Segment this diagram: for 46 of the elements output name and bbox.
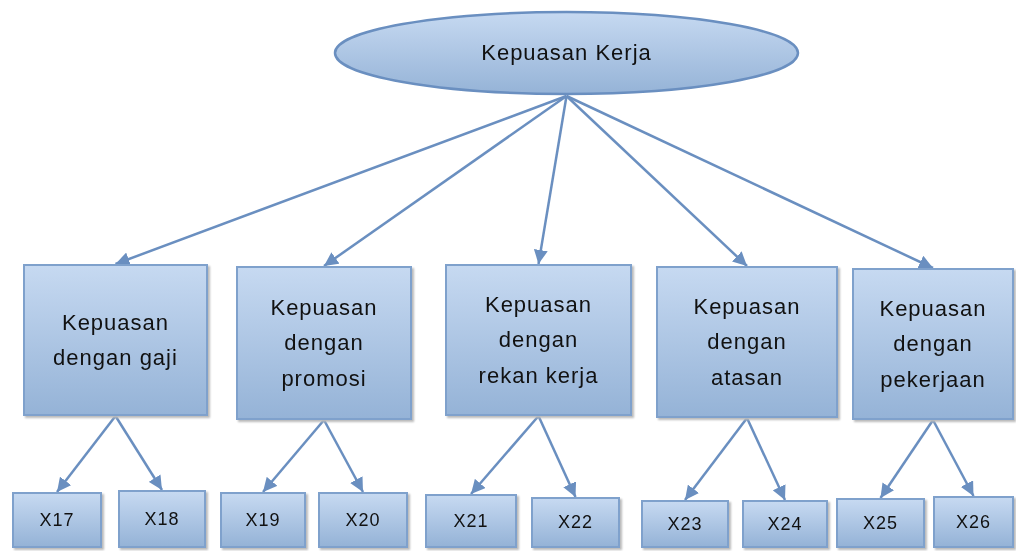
node-label: X24 [767, 512, 803, 536]
process-box [236, 266, 412, 420]
arrow [537, 415, 577, 498]
node-label: X26 [956, 510, 991, 534]
node-label: Kepuasan Kerja [481, 39, 652, 68]
arrow [114, 415, 164, 491]
arrow [322, 419, 365, 493]
indicator-box [933, 496, 1014, 548]
indicator-box [220, 492, 306, 548]
ellipse-node [333, 10, 800, 96]
arrow [56, 415, 117, 493]
arrow [470, 415, 540, 495]
node-label: X25 [863, 511, 898, 535]
indicator-box [425, 494, 517, 548]
arrow [565, 95, 748, 267]
node-label: Kepuasan dengan gaji [52, 308, 179, 372]
arrow [533, 95, 568, 265]
arrow [684, 417, 748, 501]
indicator-box [12, 492, 102, 548]
arrow [262, 419, 325, 493]
indicator-box [118, 490, 206, 548]
process-box [445, 264, 632, 416]
indicator-box [836, 498, 925, 548]
arrow [745, 417, 787, 501]
node-label: X21 [453, 509, 489, 533]
indicator-box [318, 492, 408, 548]
node-label: X22 [558, 511, 593, 535]
node-label: X18 [144, 507, 180, 531]
node-label: X19 [245, 508, 281, 532]
node-label: Kepuasan dengan promosi [269, 294, 379, 393]
node-label: Kepuasan dengan atasan [692, 293, 802, 392]
process-box [852, 268, 1014, 420]
arrow [565, 94, 934, 270]
node-label: Kepuasan dengan rekan kerja [477, 291, 600, 390]
process-box [23, 264, 208, 416]
arrow [931, 419, 975, 497]
arrow [879, 419, 935, 499]
node-label: X20 [345, 508, 381, 532]
process-box [656, 266, 838, 418]
node-label: Kepuasan dengan pekerjaan [878, 295, 988, 394]
node-label: X23 [667, 512, 703, 536]
indicator-box [531, 497, 620, 548]
arrow [115, 94, 567, 266]
indicator-box [742, 500, 828, 548]
indicator-box [641, 500, 729, 548]
node-label: X17 [39, 508, 75, 532]
